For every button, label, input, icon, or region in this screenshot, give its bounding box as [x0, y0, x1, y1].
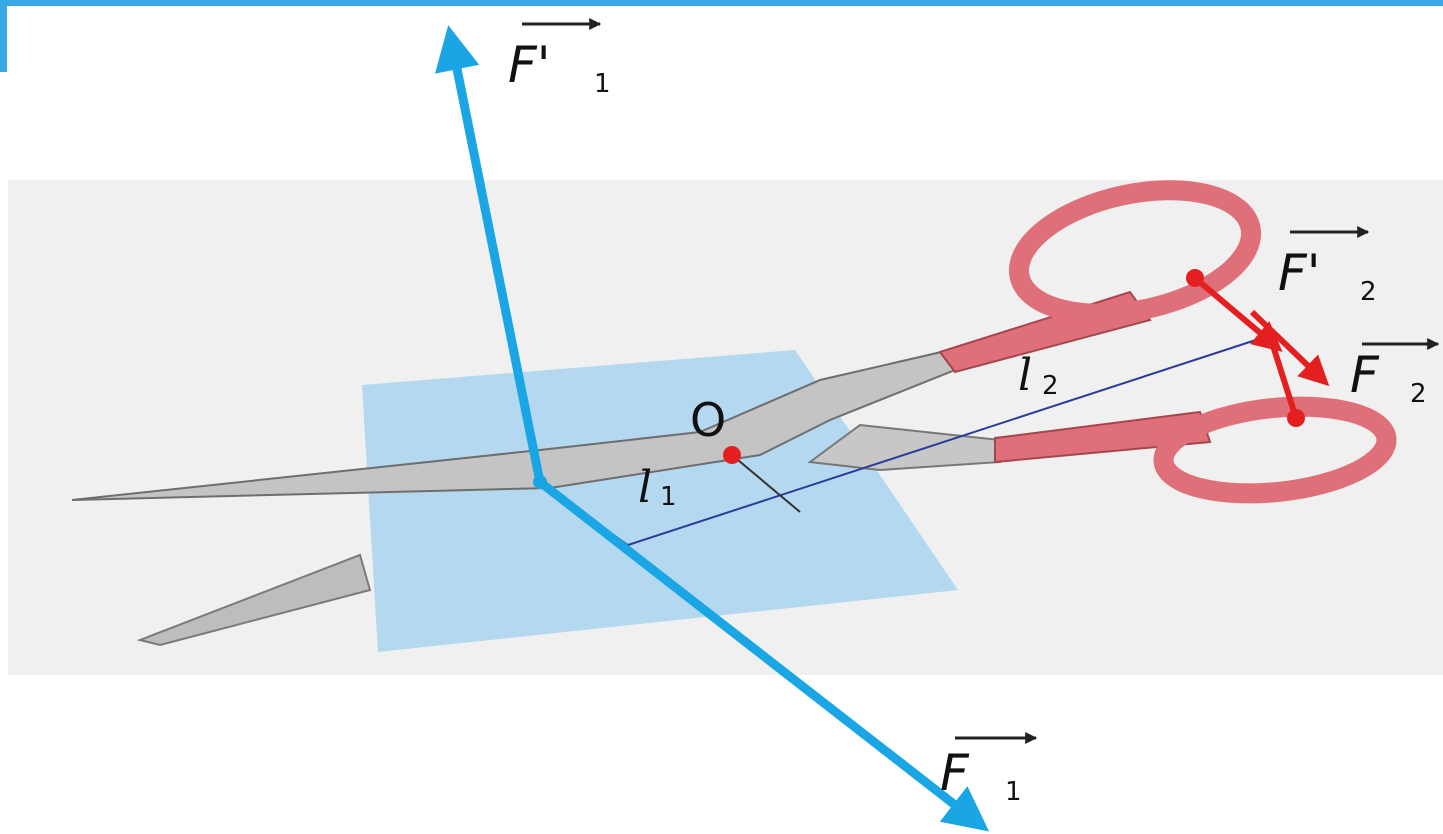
force-f1-arrow — [537, 478, 990, 832]
svg-text:F: F — [1350, 346, 1380, 404]
svg-text:F': F' — [508, 36, 551, 94]
label-f1-prime: F' 1 — [508, 18, 611, 99]
svg-text:1: 1 — [594, 69, 611, 99]
force-application-point — [533, 475, 547, 489]
lower-blade — [136, 553, 372, 647]
svg-text:F': F' — [1278, 244, 1321, 302]
svg-text:1: 1 — [660, 482, 677, 512]
svg-text:2: 2 — [1042, 371, 1059, 401]
svg-text:1: 1 — [1005, 777, 1022, 807]
force-f1-prime-arrow — [435, 25, 545, 483]
svg-text:l: l — [638, 462, 652, 513]
lower-handle — [994, 410, 1212, 464]
svg-text:2: 2 — [1410, 379, 1427, 409]
label-f2-prime: F' 2 — [1278, 226, 1377, 307]
frame-top-bar — [0, 0, 1443, 6]
l2-label: l 2 — [1018, 350, 1059, 401]
label-f1: F 1 — [940, 732, 1038, 807]
force-f2-shaft — [1265, 329, 1299, 419]
label-f2: F 2 — [1350, 338, 1440, 409]
f2-point — [1287, 409, 1305, 427]
upper-handle-ring — [1008, 180, 1262, 324]
pivot-point — [723, 446, 741, 464]
svg-text:2: 2 — [1360, 277, 1377, 307]
svg-text:F: F — [940, 744, 970, 802]
pivot-label: O — [690, 393, 726, 447]
f2-prime-point — [1186, 269, 1204, 287]
lower-handle-ring — [1153, 396, 1397, 504]
svg-text:l: l — [1018, 350, 1032, 401]
force-f2-arrow — [1249, 309, 1330, 387]
force-f2-prime-arrow — [1193, 275, 1283, 352]
lever-arm-line — [627, 337, 1263, 546]
l1-label: l 1 — [638, 462, 677, 513]
pivot-perpendicular — [731, 454, 801, 513]
frame-left-bar — [0, 0, 7, 72]
